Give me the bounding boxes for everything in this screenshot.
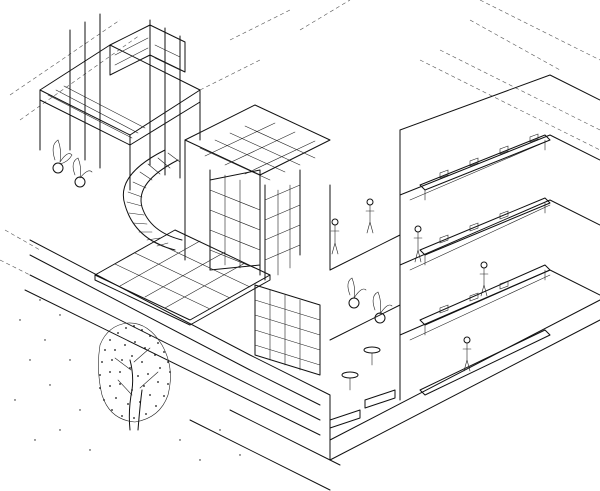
ground-plane-edges [24, 239, 600, 491]
right-office-wing [399, 74, 600, 401]
tree-foliage-dots [99, 325, 171, 419]
upper-left-mezzanine [39, 13, 201, 191]
lower-glass-panel [254, 284, 321, 376]
central-glass-tower [184, 104, 331, 281]
glass-skylight-roof [94, 229, 271, 326]
construction-dash-lines [0, 0, 600, 276]
spiral-staircase [122, 149, 183, 251]
middle-floor-interior [329, 198, 401, 429]
foreground-tree [98, 322, 171, 431]
ground-texture [14, 299, 241, 461]
